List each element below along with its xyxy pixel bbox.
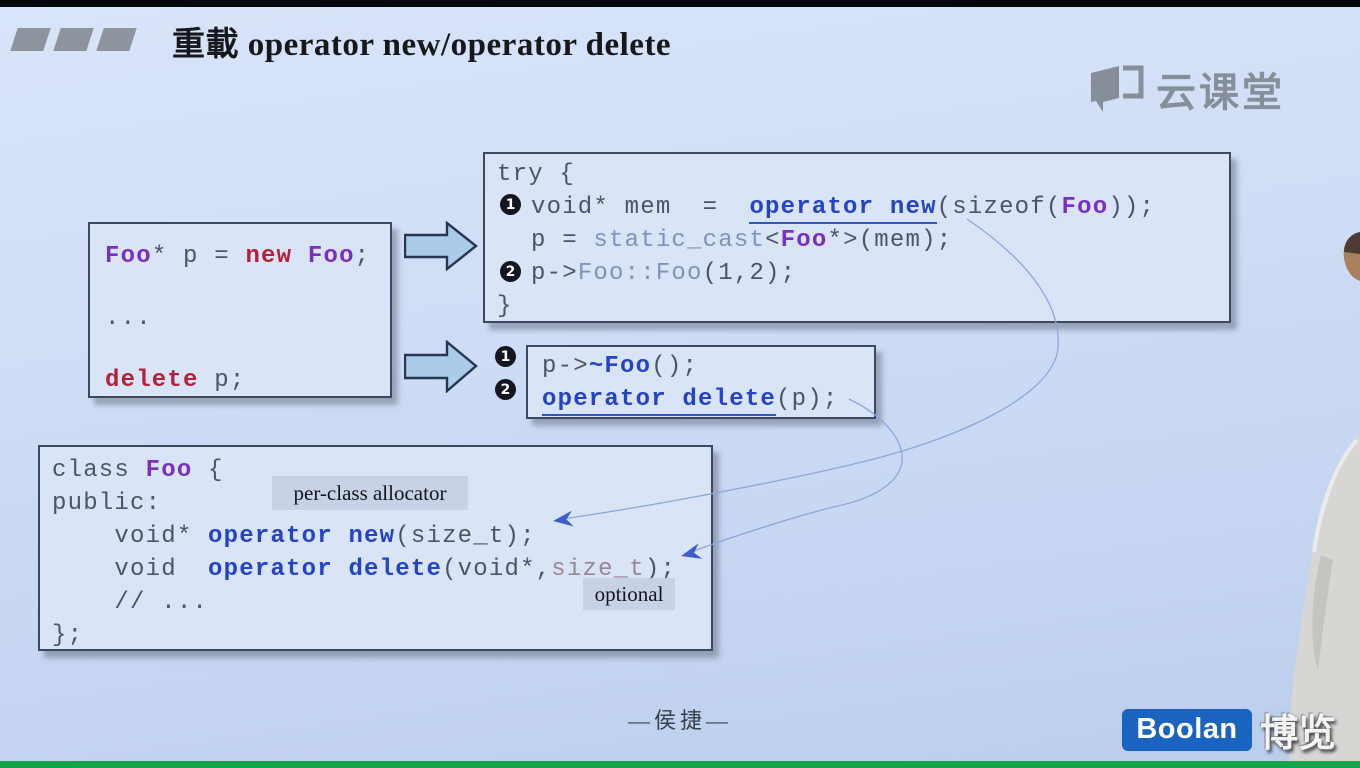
- author-credit: —侯捷—: [627, 708, 732, 733]
- title-decor-blocks: [10, 28, 137, 51]
- per-class-allocator-label: per-class allocator: [272, 476, 468, 510]
- step-marker-1: 1: [495, 346, 516, 367]
- watermark-text: 云课堂: [1156, 71, 1285, 115]
- watermark: 云课堂: [1088, 60, 1285, 118]
- code-line: void* operator new(size_t);: [52, 523, 536, 550]
- decor-block: [10, 28, 51, 51]
- code-line: p = static_cast<Foo*>(mem);: [531, 227, 953, 254]
- flow-arrow-icon: [404, 221, 478, 271]
- step-marker-1: 1: [500, 194, 521, 215]
- decor-block: [96, 28, 137, 51]
- video-top-bar: [0, 0, 1360, 7]
- decor-block: [53, 28, 94, 51]
- code-line: class Foo {: [52, 457, 224, 484]
- code-line: p->Foo::Foo(1,2);: [531, 260, 797, 287]
- slide-title: 重載 operator new/operator delete: [172, 27, 672, 63]
- code-line: try {: [497, 161, 576, 188]
- code-line: ...: [105, 305, 152, 332]
- code-line: p->~Foo();: [542, 353, 699, 380]
- boolan-badge: Boolan: [1122, 708, 1252, 751]
- boolan-cn-text: 博览: [1260, 713, 1337, 755]
- code-line: void* mem = operator new(sizeof(Foo));: [485, 191, 1229, 224]
- step-marker-2: 2: [500, 261, 521, 282]
- optional-label: optional: [583, 578, 675, 610]
- video-bottom-bar: [0, 761, 1360, 768]
- code-line: delete p;: [105, 367, 246, 394]
- brand-logo: Boolan 博览: [1122, 702, 1336, 757]
- step-marker-2: 2: [495, 379, 516, 400]
- flow-arrow-icon: [404, 340, 478, 393]
- destroy-code-box: p->~Foo(); operator delete(p);: [526, 345, 876, 419]
- code-line: };: [52, 622, 84, 649]
- code-line: // ...: [52, 589, 209, 616]
- book-chat-icon: [1091, 65, 1144, 112]
- code-line: operator delete(p);: [528, 383, 874, 416]
- usage-code-box: Foo* p = new Foo;... delete p;: [88, 222, 392, 398]
- code-line: }: [497, 293, 513, 320]
- code-line: Foo* p = new Foo;: [105, 243, 371, 270]
- code-line: public:: [52, 490, 162, 517]
- construct-code-box: try { void* mem = operator new(sizeof(Foo…: [483, 152, 1231, 323]
